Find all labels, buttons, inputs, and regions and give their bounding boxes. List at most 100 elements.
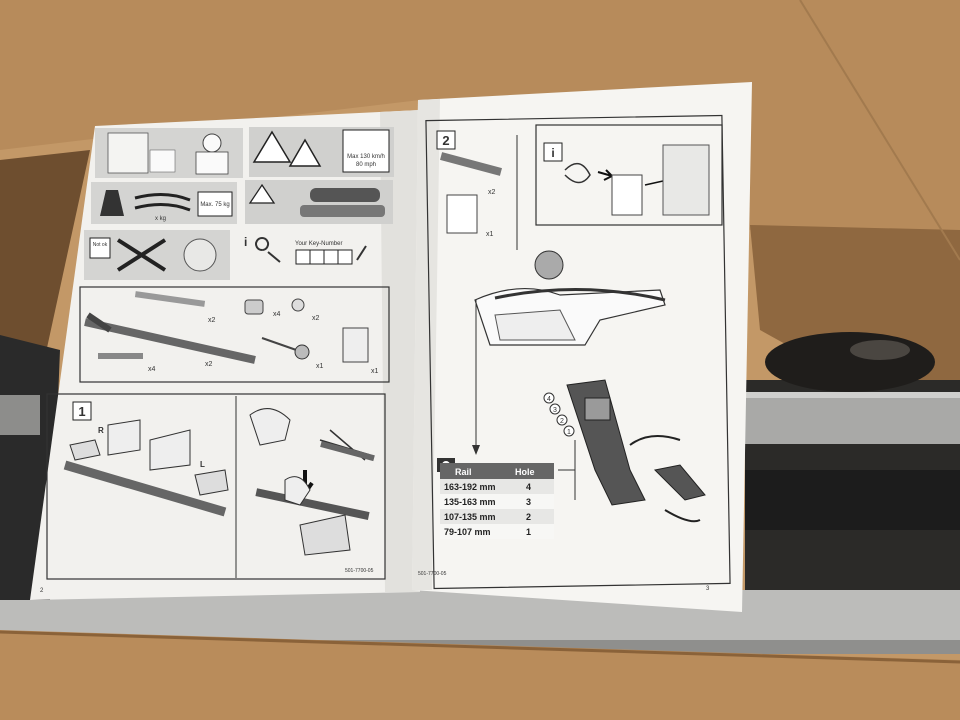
car-window bbox=[494, 309, 576, 341]
table-cell-rail: 163-192 mm bbox=[444, 482, 496, 492]
step-1-number: 1 bbox=[78, 404, 85, 419]
plastic-bag-highlight bbox=[850, 340, 910, 360]
roof-bar-silver-edge bbox=[745, 392, 960, 398]
table-cell-hole: 2 bbox=[526, 512, 531, 522]
hole-label: 4 bbox=[547, 396, 551, 403]
roof-bar-left-silver bbox=[0, 395, 40, 435]
cardboard-bottom-edge bbox=[0, 630, 960, 664]
warning-triangle-icon-2 bbox=[288, 138, 322, 167]
part-roof-bar bbox=[84, 318, 256, 364]
plastic-bag bbox=[765, 332, 935, 392]
info-manual-large bbox=[662, 144, 710, 216]
table-cell-hole: 4 bbox=[526, 482, 531, 492]
strap-arrow-curve bbox=[629, 435, 681, 446]
manual-page-right-shade bbox=[412, 99, 440, 590]
weight-icon bbox=[100, 190, 124, 216]
roof-bars-icon bbox=[134, 193, 191, 212]
person-reading-body bbox=[195, 151, 229, 175]
qty-x4-pad: x4 bbox=[148, 366, 156, 373]
qty-x2-bar: x2 bbox=[205, 361, 213, 368]
max-load-box bbox=[197, 191, 233, 217]
table-cell-rail: 79-107 mm bbox=[444, 527, 491, 537]
panel-parts bbox=[79, 286, 390, 383]
roof-bar-dark bbox=[745, 470, 960, 530]
roof-box-icon bbox=[310, 188, 380, 202]
warning-triangle-icon bbox=[252, 130, 292, 163]
eye-icon bbox=[564, 162, 591, 184]
pen-icon bbox=[356, 245, 367, 261]
step-1-foot-right bbox=[69, 439, 101, 461]
step-1-bracket-2 bbox=[149, 429, 191, 471]
table-cell-rail: 107-135 mm bbox=[444, 512, 496, 522]
roof-bar-silver bbox=[745, 392, 960, 444]
car-roof-rail bbox=[494, 288, 666, 302]
max-speed-box bbox=[342, 129, 390, 173]
step-1-strip bbox=[320, 441, 375, 462]
key-number-label: Your Key-Number bbox=[295, 241, 342, 247]
qty-x1-tool: x1 bbox=[316, 363, 324, 370]
table-cell-rail: 135-163 mm bbox=[444, 497, 496, 507]
load-unit: x kg bbox=[155, 216, 166, 222]
step-1-hand-icon bbox=[249, 408, 291, 446]
step-1-label-r: R bbox=[98, 426, 104, 435]
step-2-manual-icon bbox=[446, 194, 478, 234]
info-icon: i bbox=[244, 235, 247, 249]
max-speed-kmh: Max 130 km/h bbox=[347, 154, 385, 160]
manual-page-left-shade bbox=[380, 110, 420, 592]
qty-x2-key: x2 bbox=[312, 315, 320, 322]
step-2-number-box bbox=[436, 130, 456, 150]
car-roof-icon bbox=[300, 205, 385, 217]
page-number-right: 3 bbox=[706, 586, 710, 592]
step-2-number: 2 bbox=[442, 133, 449, 148]
step-1-number-box bbox=[72, 401, 92, 421]
qty-x4-lock: x4 bbox=[273, 311, 281, 318]
table-row bbox=[440, 494, 554, 509]
max-load-text: Max. 75 kg bbox=[200, 202, 229, 208]
table-cell-hole: 1 bbox=[526, 527, 531, 537]
panel-step-2-frame bbox=[425, 114, 731, 590]
not-ok-label: Not ok bbox=[93, 242, 108, 248]
step-1-bracket-1 bbox=[107, 419, 141, 456]
max-speed-mph: 80 mph bbox=[356, 162, 376, 168]
table-row bbox=[440, 479, 554, 494]
table-cell-hole: 3 bbox=[526, 497, 531, 507]
hole-label: 3 bbox=[553, 407, 557, 414]
hole-marker bbox=[563, 425, 575, 437]
hole-label: 2 bbox=[560, 418, 564, 425]
rail-table-header bbox=[440, 463, 554, 479]
info-box bbox=[543, 142, 563, 162]
hole-label: 1 bbox=[567, 429, 571, 436]
hole-marker bbox=[549, 403, 561, 415]
strap-end-piece bbox=[653, 464, 706, 501]
rail-table-header-rail: Rail bbox=[455, 467, 472, 477]
measuring-tape-icon bbox=[534, 250, 564, 280]
page-number-left: 2 bbox=[40, 588, 44, 594]
table-row bbox=[440, 509, 554, 524]
not-ok-box bbox=[89, 237, 111, 259]
cardboard-crease bbox=[799, 0, 960, 261]
step-2-qty-x2: x2 bbox=[488, 189, 496, 196]
step-1-pad-strip bbox=[255, 488, 370, 520]
cross-icon bbox=[116, 238, 167, 272]
bike-icon bbox=[183, 238, 217, 272]
table-row bbox=[440, 524, 554, 539]
measure-arrow bbox=[472, 445, 480, 455]
panel-contents-box bbox=[107, 132, 149, 174]
rail-table-header-hole: Hole bbox=[515, 467, 535, 477]
panel-contents-bars bbox=[149, 149, 176, 173]
part-manual bbox=[342, 327, 369, 363]
step-2-pad-strip bbox=[440, 152, 502, 176]
step-1-hand-press bbox=[284, 476, 311, 506]
step-1-label-l: L bbox=[200, 460, 205, 469]
doc-code-left: 501-7700-05 bbox=[345, 568, 374, 574]
qty-x2-strip: x2 bbox=[208, 317, 216, 324]
cardboard-bottom bbox=[0, 630, 960, 720]
part-roof-bar-foot bbox=[86, 312, 112, 333]
info-letter: i bbox=[551, 146, 554, 160]
step-1-foot-detail bbox=[299, 514, 351, 556]
panel-step-1 bbox=[46, 393, 386, 580]
strap-arrow-curve-2 bbox=[664, 509, 701, 523]
key-icon bbox=[255, 237, 281, 263]
hole-marker bbox=[543, 392, 555, 404]
